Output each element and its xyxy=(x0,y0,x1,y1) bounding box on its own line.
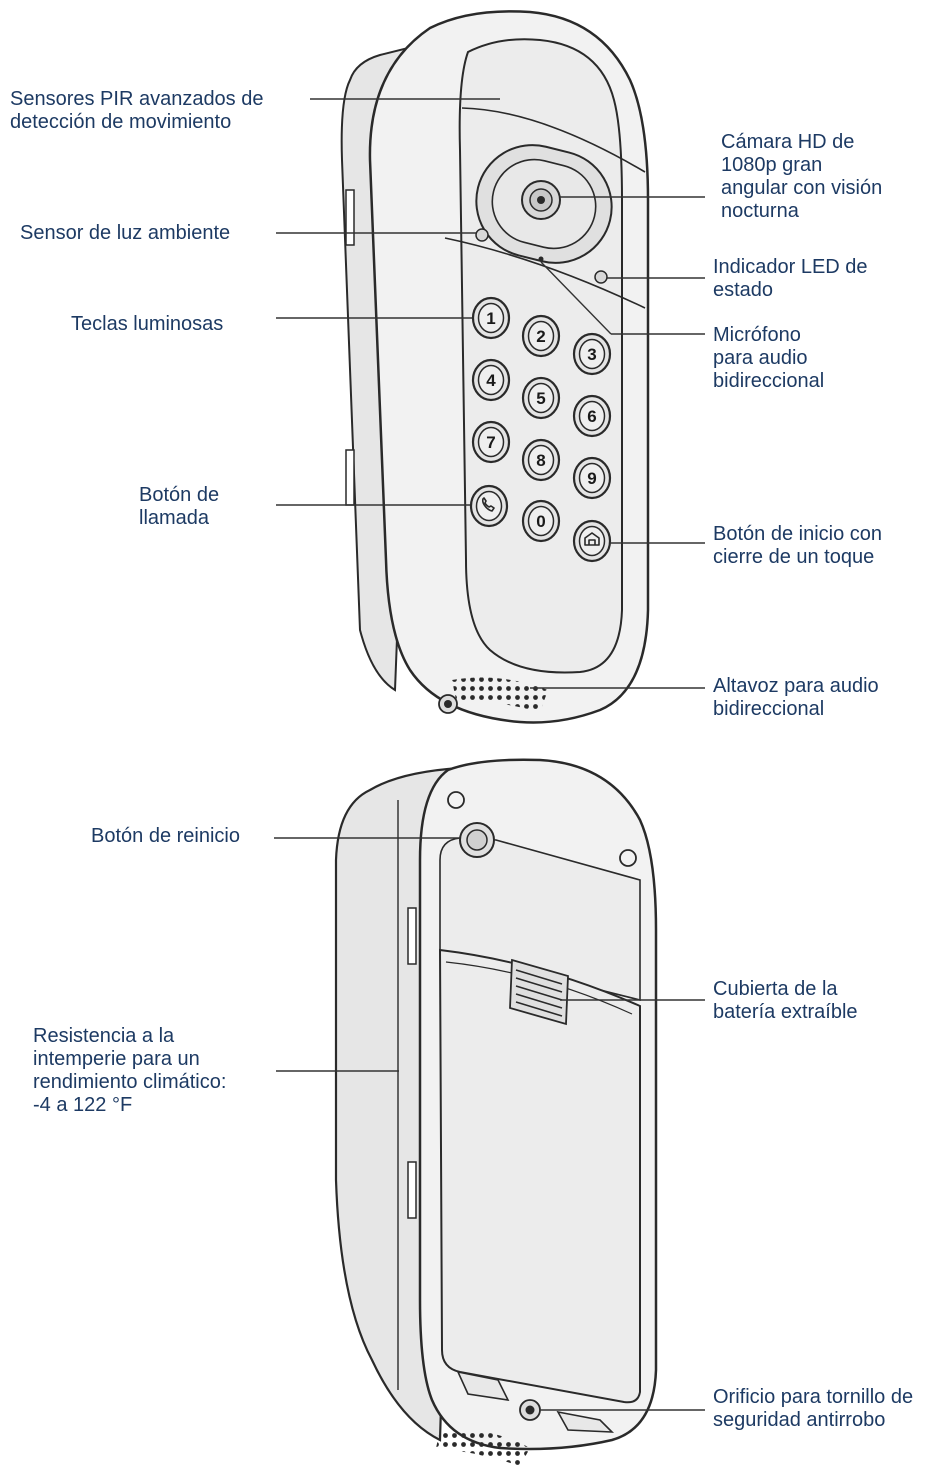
pir-window xyxy=(461,107,646,173)
home-lock-button[interactable] xyxy=(572,519,612,563)
keypad-key-label: 4 xyxy=(486,371,496,390)
face-divider xyxy=(444,237,646,309)
keypad-key-1[interactable]: 1 xyxy=(471,296,511,340)
label-hd-camera: Cámara HD de 1080p gran angular con visi… xyxy=(721,131,883,222)
back-device xyxy=(334,758,658,1466)
mount-hole-top-left xyxy=(447,791,465,809)
keypad-key-4[interactable]: 4 xyxy=(471,358,511,402)
keypad-key-8[interactable]: 8 xyxy=(521,438,561,482)
label-speaker: Altavoz para audio bidireccional xyxy=(713,675,879,720)
phone-icon xyxy=(481,497,495,512)
label-battery-cover: Cubierta de la batería extraíble xyxy=(713,978,858,1023)
keypad-key-9[interactable]: 9 xyxy=(572,456,612,500)
label-weather-resistance: Resistencia a la intemperie para un rend… xyxy=(33,1025,227,1116)
microphone-hole-icon xyxy=(538,256,544,262)
keypad-key-label: 6 xyxy=(587,407,596,426)
keypad-key-label: 0 xyxy=(536,512,545,531)
keypad-key-3[interactable]: 3 xyxy=(572,332,612,376)
label-pir-sensors: Sensores PIR avanzados de detección de m… xyxy=(10,88,264,133)
front-side-slot-top xyxy=(345,189,355,246)
security-screw-hole-icon xyxy=(519,1399,541,1421)
mount-hole-top-right xyxy=(619,849,637,867)
keypad-key-2[interactable]: 2 xyxy=(521,314,561,358)
front-bottom-port-hole xyxy=(444,700,452,708)
keypad-key-label: 2 xyxy=(536,327,545,346)
keypad: 1 2 3 4 5 6 7 8 9 0 xyxy=(471,296,612,543)
label-ambient-light-sensor: Sensor de luz ambiente xyxy=(20,222,231,244)
leader-lines xyxy=(274,98,705,1411)
back-side-slot-top xyxy=(407,907,417,965)
keypad-key-0[interactable]: 0 xyxy=(521,499,561,543)
back-foot-right xyxy=(556,1410,615,1433)
label-home-lock-button: Botón de inicio con cierre de un toque xyxy=(713,523,883,568)
front-speaker-grille-icon xyxy=(452,677,548,712)
status-led-icon xyxy=(594,270,608,284)
back-foot-left xyxy=(456,1370,510,1402)
ambient-light-sensor-icon xyxy=(475,228,489,242)
label-status-led: Indicador LED de estado xyxy=(713,256,868,301)
front-side-slot-bottom xyxy=(345,449,355,506)
back-side-slot-bottom xyxy=(407,1161,417,1219)
label-reset-button: Botón de reinicio xyxy=(91,825,240,847)
keypad-key-label: 3 xyxy=(587,345,596,364)
keypad-key-label: 8 xyxy=(536,451,545,470)
leader-mic-diag xyxy=(540,261,612,335)
reset-button[interactable] xyxy=(459,822,495,858)
call-button[interactable] xyxy=(469,484,509,528)
battery-cover[interactable] xyxy=(438,948,641,1404)
keypad-key-7[interactable]: 7 xyxy=(471,420,511,464)
keypad-key-6[interactable]: 6 xyxy=(572,394,612,438)
label-security-screw-hole: Orificio para tornillo de seguridad anti… xyxy=(713,1386,914,1431)
keypad-key-label: 7 xyxy=(486,433,495,452)
home-icon xyxy=(584,532,600,546)
label-microphone: Micrófono para audio bidireccional xyxy=(713,324,825,392)
keypad-key-label: 9 xyxy=(587,469,596,488)
keypad-key-label: 1 xyxy=(486,309,495,328)
keypad-key-5[interactable]: 5 xyxy=(521,376,561,420)
battery-latch-icon xyxy=(509,958,569,1026)
back-speaker-grille-icon xyxy=(436,1429,530,1466)
label-call-button: Botón de llamada xyxy=(139,484,220,529)
keypad-key-label: 5 xyxy=(536,389,545,408)
label-illuminated-keys: Teclas luminosas xyxy=(71,313,224,335)
camera-lens-inner xyxy=(537,196,545,204)
